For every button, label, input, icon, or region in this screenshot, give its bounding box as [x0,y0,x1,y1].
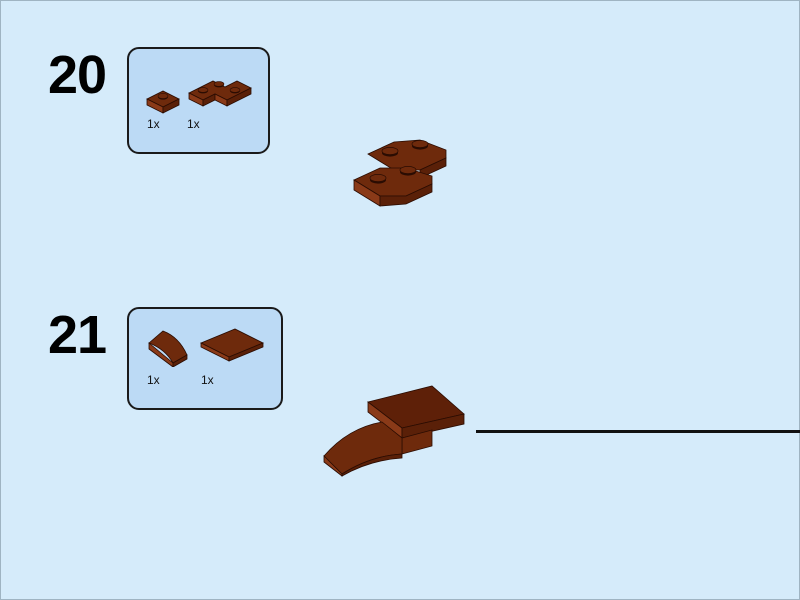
brick-tile-2x2-icon [200,328,264,362]
part-qty-step-21-2: 1x [201,373,214,387]
part-qty-step-20-2: 1x [187,117,200,131]
brick-curved-slope-icon [148,330,188,367]
step-number-21: 21 [48,305,107,365]
parts-list-step-20: 1x 1x [127,47,270,154]
part-qty-step-20-1: 1x [147,117,160,131]
callout-line [476,430,800,433]
brick-plate-2x2-corner-icon [188,80,252,107]
assembly-step-20 [353,139,447,207]
step-number-20: 20 [48,45,107,105]
part-qty-step-21-1: 1x [147,373,160,387]
brick-plate-1x1-icon [146,90,180,114]
assembly-step-21 [323,385,465,477]
parts-list-step-21: 1x 1x [127,307,283,410]
